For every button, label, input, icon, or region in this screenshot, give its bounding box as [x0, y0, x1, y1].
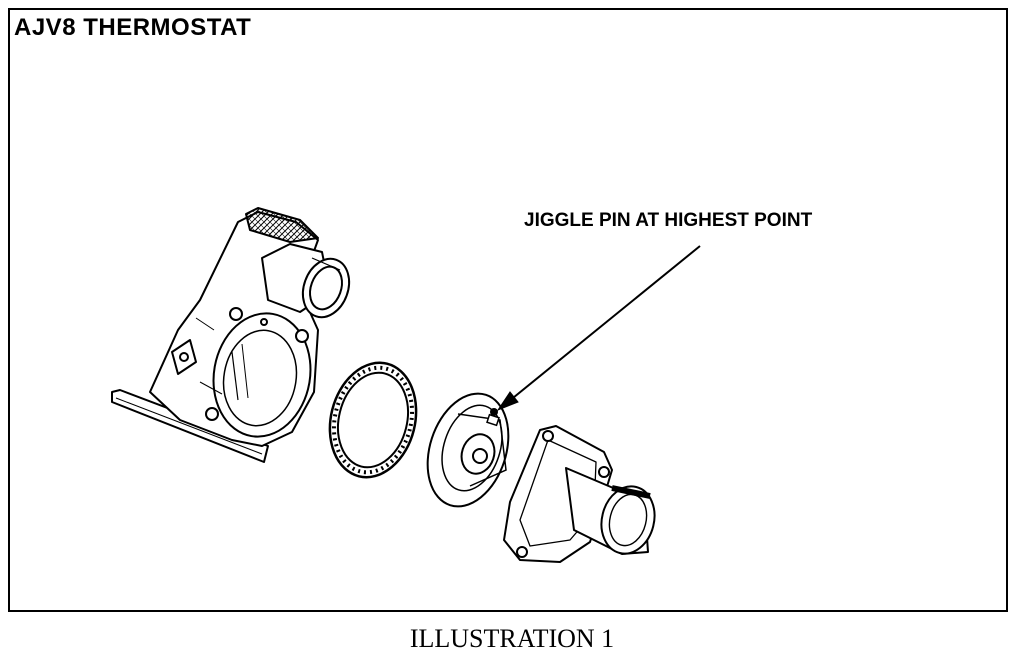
- gasket-ring: [328, 361, 418, 479]
- thermostat-valve: [426, 392, 510, 508]
- callout-arrow: [496, 245, 701, 412]
- callout-label: JIGGLE PIN AT HIGHEST POINT: [524, 210, 813, 231]
- thermostat-exploded-view: [111, 207, 701, 563]
- thermostat-housing: [111, 207, 351, 463]
- figure-title: AJV8 THERMOSTAT: [14, 14, 252, 41]
- figure-caption: ILLUSTRATION 1: [409, 624, 615, 653]
- illustration-frame: [8, 8, 1008, 612]
- thermostat-cover: [503, 425, 656, 563]
